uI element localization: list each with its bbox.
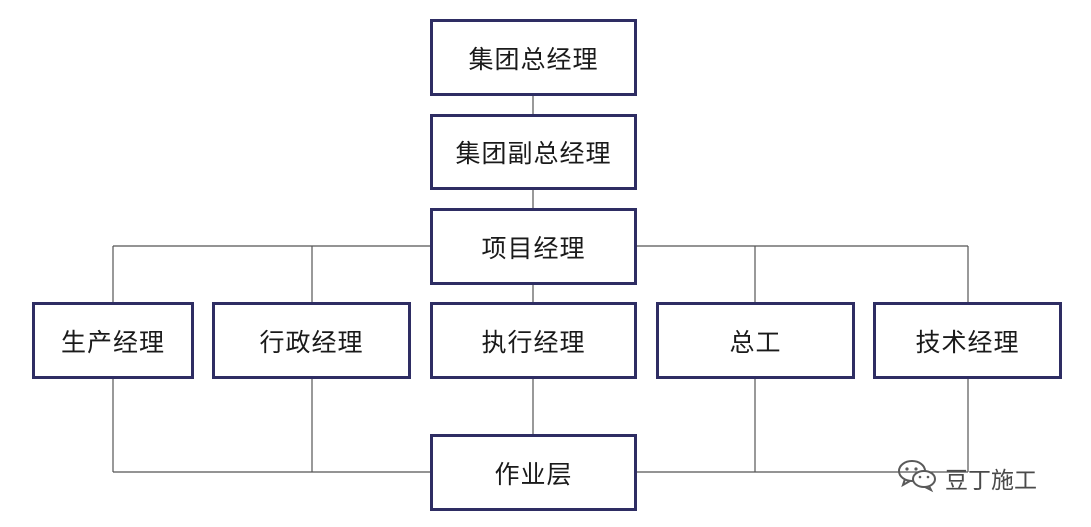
node-project-manager: 项目经理 (430, 208, 637, 285)
node-production-manager: 生产经理 (32, 302, 194, 379)
node-group-deputy-general-manager: 集团副总经理 (430, 114, 637, 190)
node-executive-manager: 执行经理 (430, 302, 637, 379)
node-operation-layer: 作业层 (430, 434, 637, 511)
node-administration-manager: 行政经理 (212, 302, 411, 379)
wechat-icon (897, 457, 937, 499)
node-technical-manager: 技术经理 (873, 302, 1062, 379)
watermark: 豆丁施工 (897, 458, 1067, 498)
watermark-text: 豆丁施工 (945, 468, 1037, 494)
node-chief-engineer: 总工 (656, 302, 855, 379)
node-group-general-manager: 集团总经理 (430, 19, 637, 96)
